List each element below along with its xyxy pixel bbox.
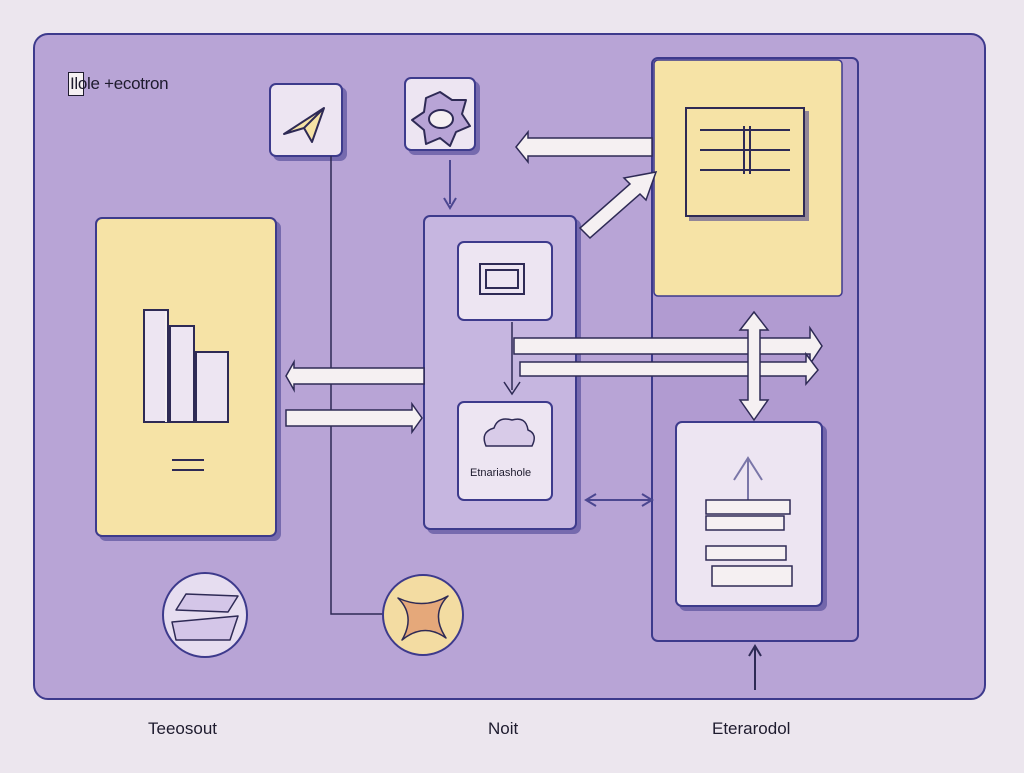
bottom-label-right: Eterarodol bbox=[712, 719, 791, 738]
cloud-icon bbox=[483, 418, 535, 447]
x-circle bbox=[382, 574, 464, 656]
document-lines-icon bbox=[700, 126, 790, 174]
folder-circle bbox=[162, 572, 248, 658]
window-down-arrow bbox=[503, 322, 521, 396]
document-card bbox=[653, 59, 843, 297]
diagonal-arrow bbox=[578, 171, 658, 240]
title-marker bbox=[68, 72, 84, 96]
paper-plane-icon bbox=[283, 107, 325, 143]
center-stack-arrow bbox=[584, 493, 654, 507]
left-card bbox=[95, 217, 277, 537]
folder-icon bbox=[171, 593, 239, 641]
stack-card bbox=[675, 421, 823, 607]
bottom-label-left: Teeosout bbox=[148, 719, 217, 738]
window-box bbox=[457, 241, 553, 321]
plane-connector-line bbox=[330, 156, 384, 615]
gear-down-arrow bbox=[443, 160, 457, 210]
gear-box bbox=[404, 77, 476, 151]
vertical-bidirectional-arrow bbox=[738, 310, 770, 422]
bottom-up-arrow bbox=[748, 644, 762, 690]
diagram-title: Ilole +ecotron bbox=[70, 74, 169, 93]
x-icon bbox=[397, 595, 449, 641]
right-long-arrows bbox=[513, 325, 823, 387]
cloud-box-label: Etnariashole bbox=[470, 467, 532, 479]
upload-stack-icon bbox=[705, 456, 793, 587]
left-bidirectional-arrows bbox=[285, 359, 425, 435]
bar-chart-icon bbox=[143, 309, 229, 423]
equals-icon bbox=[172, 459, 204, 471]
doc-left-arrow bbox=[515, 129, 653, 165]
paper-plane-box bbox=[269, 83, 343, 157]
cloud-box bbox=[457, 401, 553, 501]
window-icon bbox=[479, 263, 525, 295]
bottom-label-center: Noit bbox=[488, 719, 519, 738]
